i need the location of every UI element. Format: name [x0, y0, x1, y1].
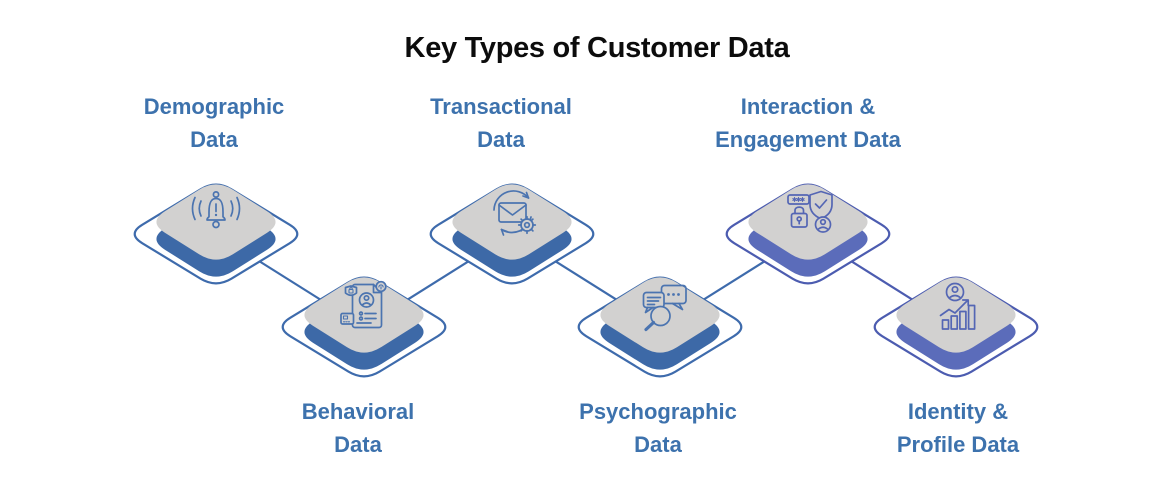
chat-search-icon [642, 284, 687, 332]
label-line: Psychographic [579, 399, 737, 424]
label-line: Behavioral [301, 399, 415, 424]
label-line: Demographic [143, 94, 285, 119]
label-line: Interaction & [740, 94, 876, 119]
label-line: Profile Data [896, 432, 1020, 457]
diagram-title: Key Types of Customer Data [404, 32, 790, 64]
node-interaction-engagement-data [725, 183, 891, 285]
node-demographic-data [133, 183, 299, 285]
node-label-transactional: Transactional Data [351, 90, 651, 156]
node-identity-profile-data [873, 276, 1039, 378]
node-transactional-data [429, 183, 595, 285]
node-behavioral-data [281, 276, 447, 378]
node-psychographic-data [577, 276, 743, 378]
label-line: Data [334, 432, 382, 457]
node-label-demographic: Demographic Data [64, 90, 364, 156]
node-label-identity-profile: Identity & Profile Data [808, 395, 1108, 461]
label-line: Data [477, 127, 525, 152]
label-line: Identity & [907, 399, 1009, 424]
node-label-behavioral: Behavioral Data [208, 395, 508, 461]
bell-alert-icon [191, 191, 241, 229]
label-line: Data [190, 127, 238, 152]
label-line: Engagement Data [715, 127, 901, 152]
shield-lock-icon [787, 190, 833, 233]
node-label-interaction-engagement: Interaction & Engagement Data [658, 90, 958, 156]
user-document-icon [340, 280, 387, 329]
user-chart-icon [939, 282, 976, 330]
node-label-psychographic: Psychographic Data [508, 395, 808, 461]
envelope-sync-icon [493, 190, 537, 236]
label-line: Transactional [430, 94, 572, 119]
label-line: Data [634, 432, 682, 457]
